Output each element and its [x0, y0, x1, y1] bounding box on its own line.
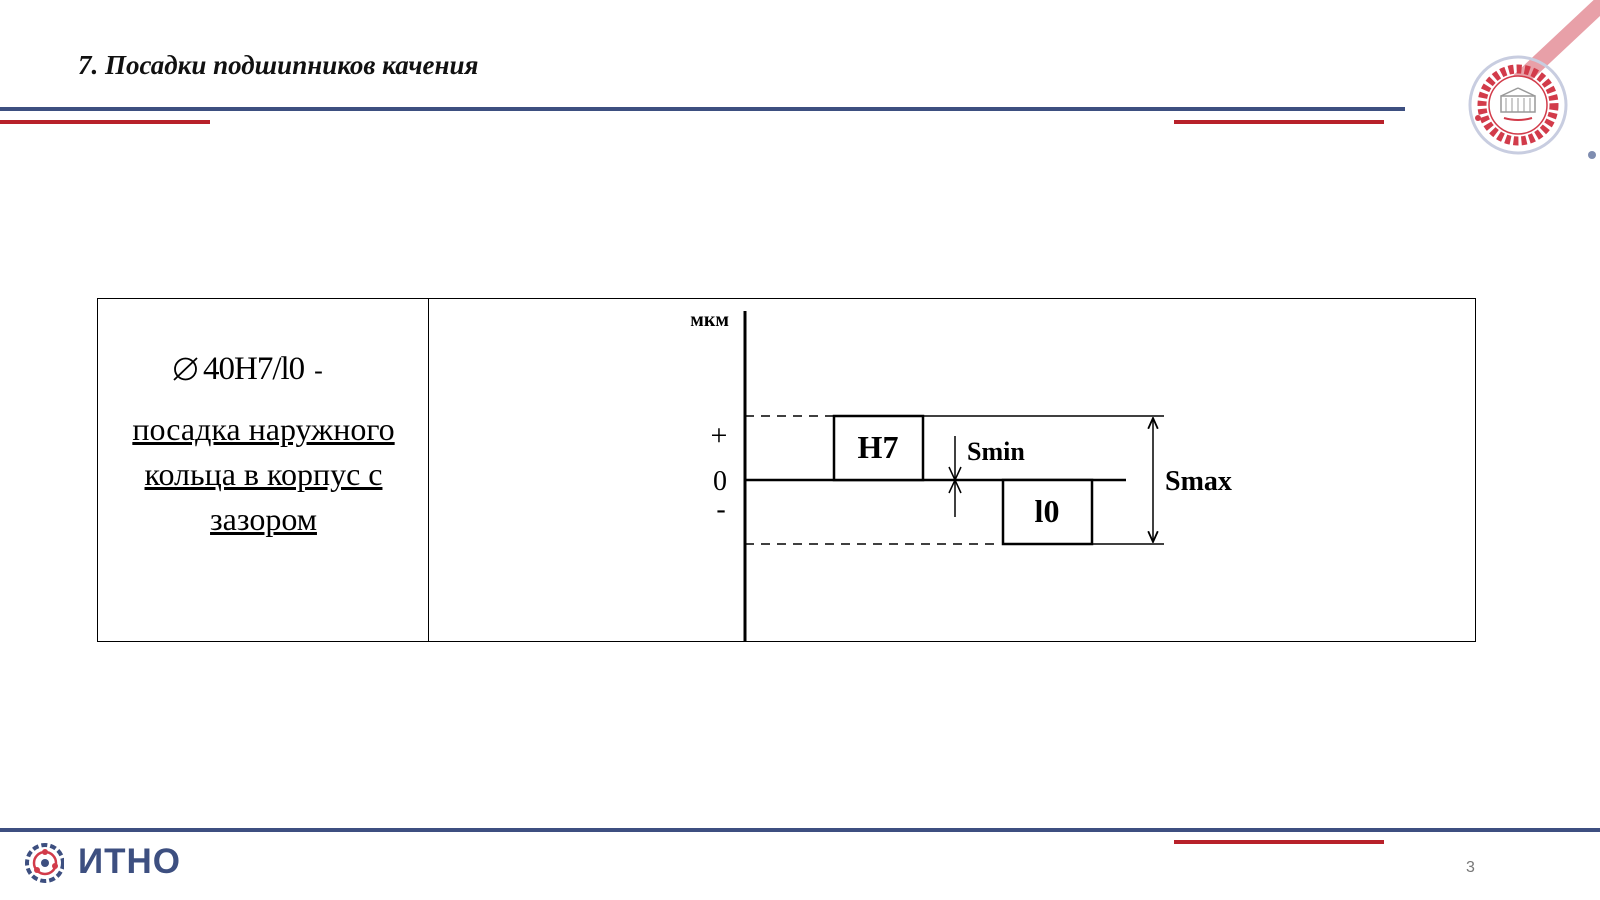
tolerance-diagram-cell: H7 l0 Smin Smax мкм + 0 -: [429, 299, 1475, 641]
fit-symbol-text: 40H7/l0: [203, 351, 305, 387]
fit-designation-cell: 40H7/l0- посадка наружного кольца в корп…: [98, 299, 429, 641]
zero-label: 0: [713, 466, 727, 497]
footer-blue-divider: [0, 828, 1600, 832]
shaft-tolerance-zone: [1001, 478, 1094, 546]
shaft-zone-label: l0: [1035, 493, 1060, 529]
fit-table: 40H7/l0- посадка наружного кольца в корп…: [97, 298, 1476, 642]
plus-label: +: [711, 419, 728, 452]
header-blue-divider: [0, 107, 1405, 111]
page-number: 3: [1466, 859, 1475, 876]
mpei-logo: [1468, 0, 1600, 159]
header-red-accent-left: [0, 120, 210, 124]
smax-label: Smax: [1165, 466, 1232, 497]
smin-label: Smin: [967, 437, 1025, 466]
itno-gear-icon: [25, 843, 64, 883]
hole-tolerance-zone: [832, 414, 925, 482]
unit-label: мкм: [690, 309, 729, 331]
slide-title: 7. Посадки подшипников качения: [78, 50, 479, 80]
itno-brand: ИТНО: [78, 842, 182, 881]
minus-label: -: [716, 494, 725, 525]
tolerance-diagram: H7 l0 Smin Smax мкм + 0 -: [690, 309, 1232, 641]
smin-arrow-up: [948, 478, 962, 494]
hole-zone-label: H7: [858, 429, 899, 465]
header-red-accent-right: [1174, 120, 1384, 124]
diameter-icon: [173, 357, 198, 381]
fit-description[interactable]: посадка наружного кольца в корпус с зазо…: [132, 411, 395, 537]
fit-symbol: 40H7/l0-: [172, 351, 323, 388]
footer-red-accent: [1174, 840, 1384, 844]
fit-dash: -: [314, 356, 323, 385]
